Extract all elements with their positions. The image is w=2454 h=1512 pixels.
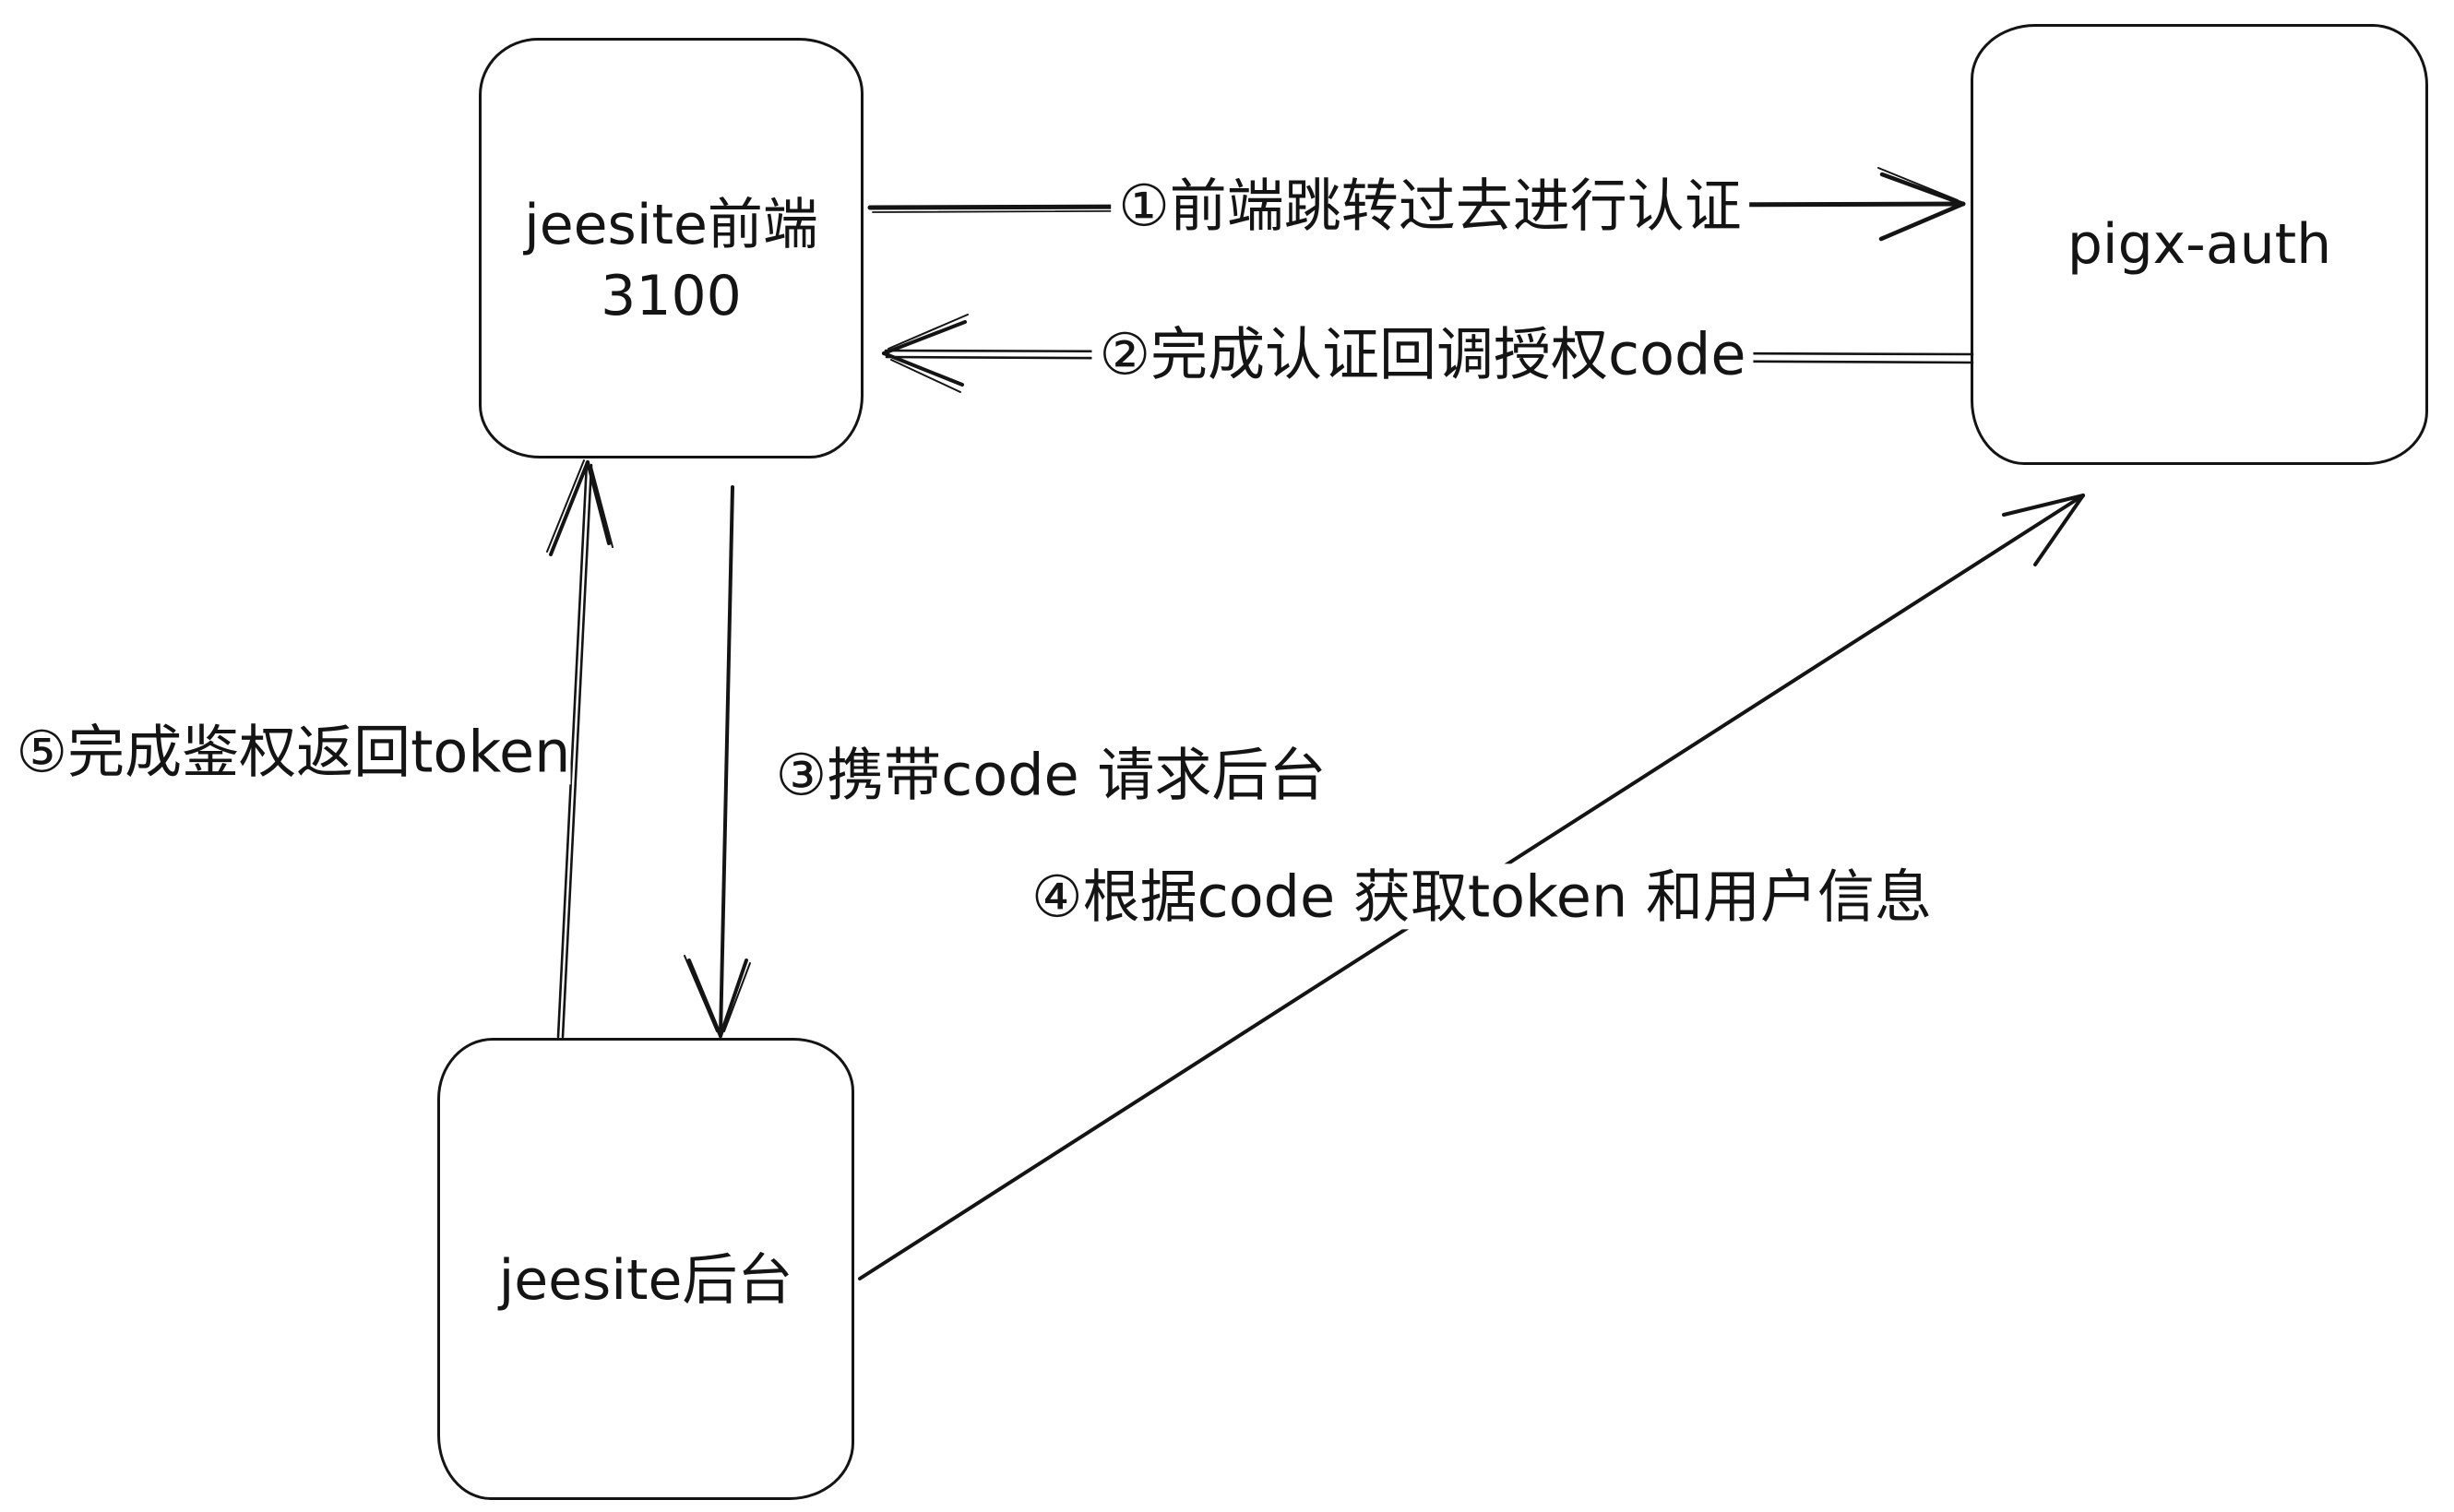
node-pigx-auth-label: pigx-auth [2067,211,2332,277]
node-jeesite-backend-label: jeesite后台 [498,1248,793,1314]
edge-label-step4: ④根据code 获取token 和用户信息 [1024,863,1939,930]
node-jeesite-frontend-label: jeesite前端 [524,193,818,258]
arrow-step3 [684,485,751,1038]
node-jeesite-backend: jeesite后台 [437,1038,854,1500]
node-jeesite-frontend-port: 3100 [601,264,742,328]
node-jeesite-frontend: jeesite前端 3100 [479,38,864,458]
edge-label-step2: ②完成认证回调授权code [1091,321,1754,387]
edge-label-step3: ③携带code 请求后台 [775,741,1327,809]
edge-label-step1: ①前端跳转过去进行认证 [1111,173,1749,239]
node-pigx-auth: pigx-auth [1971,24,2428,465]
edge-label-step5: ⑤完成鉴权返回token [16,718,571,786]
